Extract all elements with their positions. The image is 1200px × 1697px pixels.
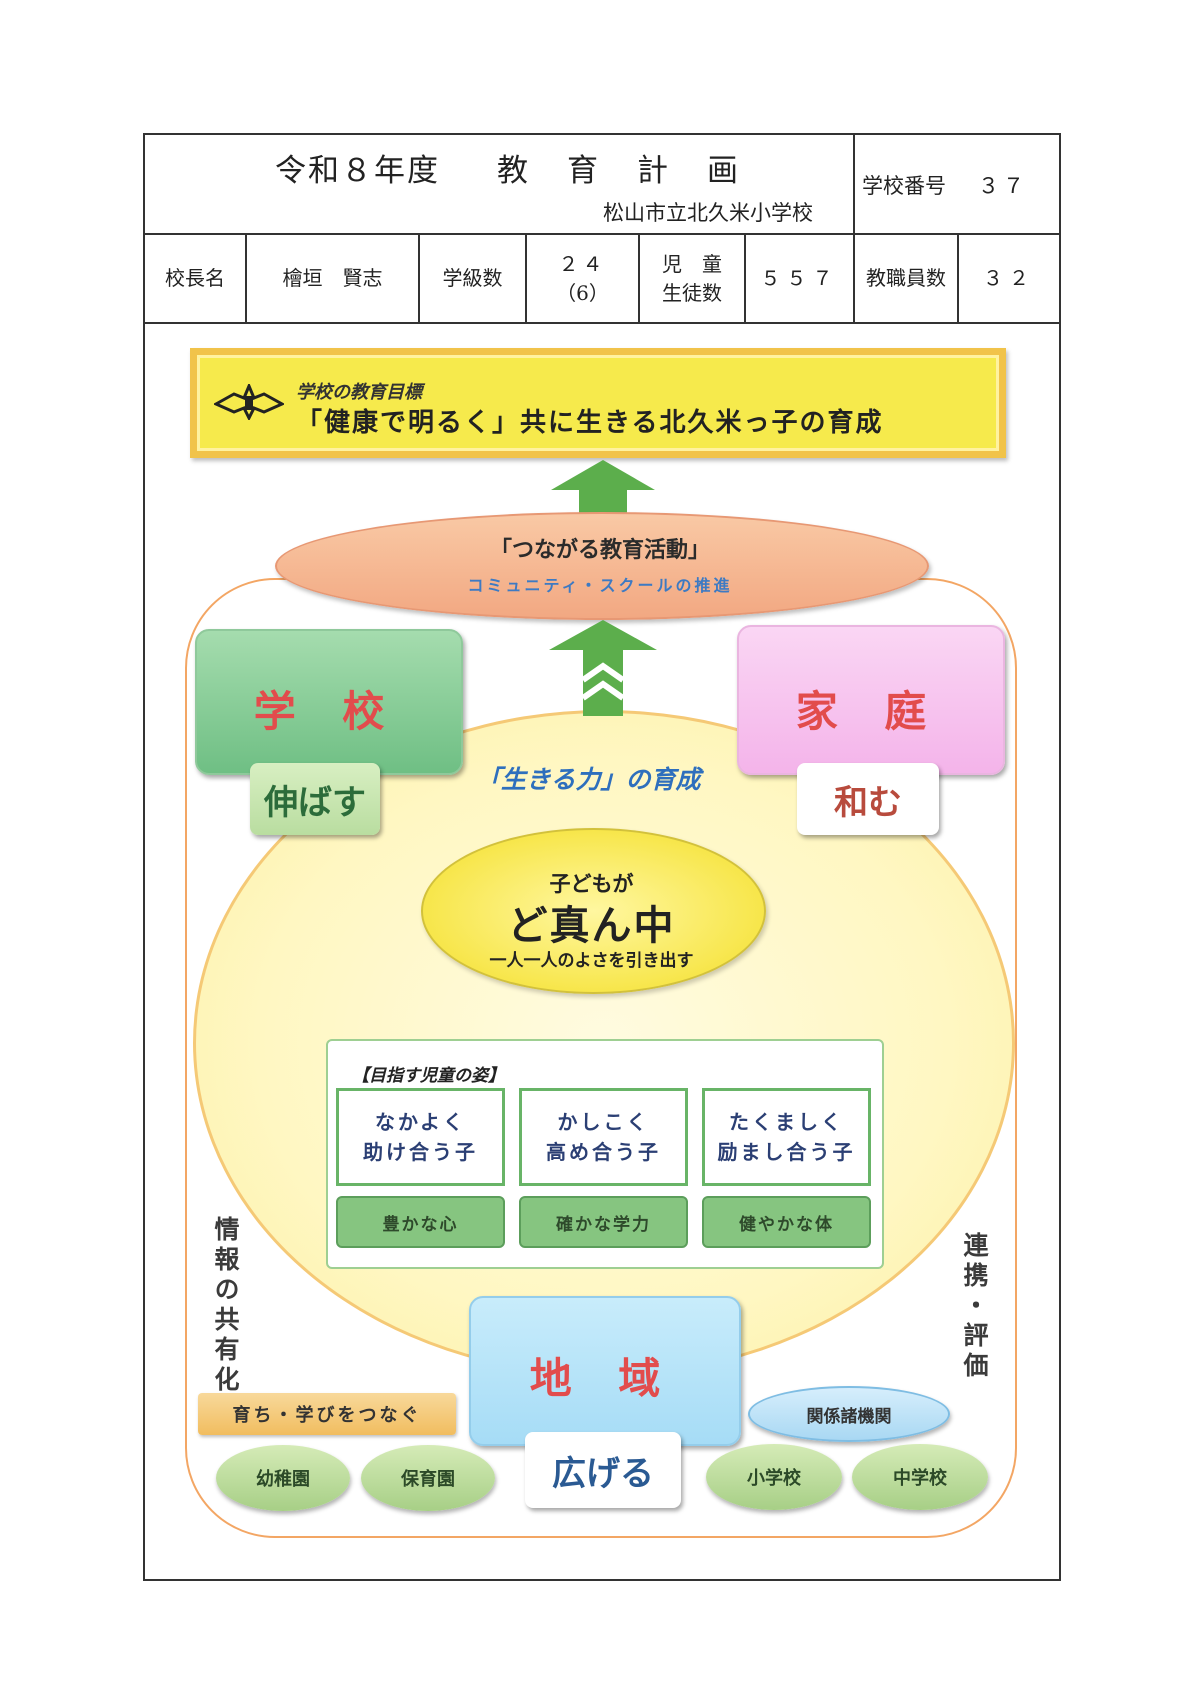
classes-value: ２４ （6） [527, 235, 638, 322]
classes-label: 学級数 [442, 266, 503, 290]
kindergarten-pill: 幼稚園 [216, 1445, 350, 1511]
area-action-hirogeru: 広げる [525, 1432, 681, 1508]
center-ellipse [421, 828, 766, 994]
page-title: 教 育 計 画 [497, 153, 742, 189]
nursery-pill: 保育園 [361, 1445, 495, 1511]
col-sep-6 [853, 233, 855, 323]
col-sep-4 [638, 233, 640, 323]
school-name: 松山市立北久米小学校 [603, 201, 813, 225]
col-sep-3 [525, 233, 527, 323]
activity-ellipse [275, 512, 929, 620]
school-emblem-icon [212, 382, 286, 422]
school-goal-banner [190, 348, 1006, 458]
info-divider [143, 322, 1061, 324]
aim-bar-1: 豊かな心 [336, 1196, 505, 1248]
staff-label: 教職員数 [866, 266, 946, 290]
header-divider [143, 233, 1061, 235]
home-box-label: 家 庭 [795, 687, 943, 736]
goal-label: 学校の教育目標 [296, 382, 422, 403]
ikiru-chikara-label: 「生きる力」の育成 [476, 765, 701, 794]
students-label-1: 児 童 [662, 251, 722, 276]
aim-bar-3: 健やかな体 [702, 1196, 871, 1248]
cooperation-evaluation-vertical: 連携・評価 [960, 1232, 989, 1382]
title-year: 令和８年度 [275, 153, 440, 189]
center-line-1: 子どもが [549, 872, 634, 896]
connect-banner: 育ち・学びをつなぐ [198, 1393, 456, 1435]
goal-text: 「健康で明るく」共に生きる北久米っ子の育成 [296, 408, 884, 438]
school-number-label: 学校番号 [862, 174, 946, 198]
elementary-school-pill: 小学校 [706, 1444, 842, 1510]
activity-title: 「つながる教育活動」 [489, 538, 710, 563]
chevron-up-icon [549, 620, 657, 720]
students-value: ５５７ [760, 266, 839, 290]
school-action-nobasu: 伸ばす [250, 763, 380, 835]
area-box-label: 地 域 [529, 1354, 677, 1403]
aim-card-3: たくましく 励まし合う子 [702, 1088, 871, 1186]
staff-value: ３２ [983, 266, 1035, 290]
activity-subtitle: コミュニティ・スクールの推進 [467, 576, 733, 595]
col-sep-2 [418, 233, 420, 323]
students-label-2: 生徒数 [662, 280, 722, 305]
school-box-label: 学 校 [253, 687, 401, 736]
school-number-value: ３７ [978, 174, 1028, 198]
home-box [737, 625, 1005, 775]
col-sep-1 [245, 233, 247, 323]
center-line-2: ど真ん中 [507, 903, 676, 949]
principal-name: 檜垣 賢志 [282, 266, 383, 290]
col-sep-5 [744, 233, 746, 323]
junior-high-pill: 中学校 [852, 1444, 988, 1510]
aims-heading: 【目指す児童の姿】 [352, 1066, 505, 1086]
info-sharing-vertical: 情報の共有化 [211, 1216, 240, 1396]
title-separator [853, 133, 855, 234]
classes-total: ２４ [558, 251, 607, 276]
classes-special: （6） [556, 280, 609, 305]
agencies-pill: 関係諸機関 [748, 1386, 950, 1442]
page-frame [143, 133, 1061, 1581]
aim-bar-2: 確かな学力 [519, 1196, 688, 1248]
home-action-nagomu: 和む [797, 763, 939, 835]
col-sep-7 [957, 233, 959, 323]
students-label: 児 童 生徒数 [640, 235, 744, 322]
aim-card-1: なかよく 助け合う子 [336, 1088, 505, 1186]
principal-label: 校長名 [165, 266, 225, 290]
center-line-3: 一人一人のよさを引き出す [489, 951, 694, 971]
aim-card-2: かしこく 高め合う子 [519, 1088, 688, 1186]
